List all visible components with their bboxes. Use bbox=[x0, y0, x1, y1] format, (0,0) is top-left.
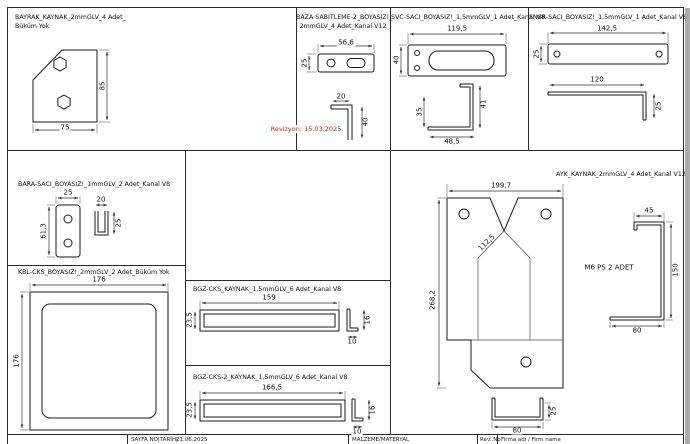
dim-svc-base: 48,5 bbox=[443, 137, 461, 146]
panel-title-bayrak-line2: Büküm Yok bbox=[15, 23, 50, 30]
ayk-bracket-part bbox=[609, 221, 665, 321]
panel-title-baza-line2: 2mmGLV_4 Adet_Kanal V12 bbox=[299, 23, 387, 31]
dim-svc-leg: 41 bbox=[479, 98, 488, 110]
dim-bgz-foot: 10 bbox=[346, 337, 358, 346]
panel-title-bgz2: BGZ-CKS-2_KAYNAK_1,5mmGLV_6 Adet_Kanal V… bbox=[193, 374, 348, 381]
dim-baza-width: 56,6 bbox=[337, 38, 355, 47]
dim-bara-width: 25 bbox=[62, 188, 74, 197]
dim-bgz2-foot: 10 bbox=[351, 427, 363, 436]
titleblock-firm-label: Firma adı / Firm name bbox=[501, 437, 561, 443]
dim-svc-width: 119,5 bbox=[445, 24, 469, 33]
bgz-part bbox=[199, 308, 359, 332]
dim-bara-leg: 25 bbox=[114, 217, 123, 229]
revision-note: Revizyon: 15.03.2025. bbox=[269, 125, 345, 133]
dim-snsr-width: 142,5 bbox=[595, 24, 619, 33]
dim-ayk-width: 199,7 bbox=[489, 181, 513, 190]
panel-title-kbl: KBL-CKS_BOYASIZ!_2mmGLV_2 Adet_Büküm Yok bbox=[18, 269, 170, 276]
dim-bgz2-width: 166,5 bbox=[260, 383, 284, 392]
dim-bgz-height: 23,5 bbox=[185, 311, 194, 329]
titleblock-left-label: SAYFA NO|TARİH| bbox=[131, 437, 178, 443]
panel-title-ayk: AYK_KAYNAK_2mmGLV_4 Adet_Kanal V12 bbox=[556, 171, 686, 178]
panel-title-bgz: BGZ-CKS_KAYNAK_1,5mmGLV_6 Adet_Kanal V8 bbox=[193, 286, 342, 293]
titleblock-material-label: MALZEME/MATERYAL bbox=[352, 437, 410, 443]
kbl-part bbox=[29, 291, 169, 431]
dim-snsr-base: 120 bbox=[589, 75, 605, 84]
dim-snsr-height: 25 bbox=[532, 48, 541, 60]
dim-svc-side: 35 bbox=[415, 106, 424, 118]
dim-kbl-height: 176 bbox=[12, 353, 21, 369]
dim-svc-height: 40 bbox=[392, 54, 401, 66]
dim-baza-leg: 40 bbox=[361, 116, 370, 128]
bayrak-part bbox=[32, 49, 98, 123]
titleblock-date: 21.06.2025 bbox=[176, 437, 208, 443]
extension-lines bbox=[20, 32, 673, 431]
dim-ayk-channel-width: 80 bbox=[511, 426, 523, 435]
ayk-bracket-note: M6 PS 2 ADET bbox=[583, 263, 635, 272]
dim-ayk-bracket-height: 150 bbox=[671, 262, 680, 278]
ayk-part bbox=[446, 197, 564, 389]
panel-title-bayrak-line1: BAYRAK_KAYNAK_2mmGLV_4 Adet_ bbox=[15, 14, 126, 21]
titleblock-rev-label: Rev..No bbox=[480, 437, 501, 443]
page-edge bbox=[685, 8, 690, 444]
sheet-grid-lines bbox=[7, 7, 684, 444]
dim-baza-height: 25 bbox=[300, 57, 309, 69]
dim-ayk-bracket-base: 80 bbox=[631, 326, 643, 335]
dim-snsr-leg: 25 bbox=[654, 100, 663, 112]
panel-title-bara: BARA-SACI_BOYASIZ!_1mmGLV_2 Adet_Kanal V… bbox=[18, 181, 171, 188]
panel-title-snsr: SNSR-SACI_BOYASIZ!_1,5mmGLV_1 Adet_Kanal… bbox=[529, 14, 688, 21]
ayk-channel-part bbox=[491, 397, 544, 421]
ayk-bend-lines bbox=[471, 230, 563, 341]
panel-title-baza: BAZA SABITLEME-2_BOYASIZ!_ 2mmGLV_4 Adet… bbox=[296, 13, 393, 31]
bara-part bbox=[55, 204, 109, 258]
bgz2-part bbox=[199, 398, 364, 422]
dim-bgz-width: 159 bbox=[261, 293, 277, 302]
dim-bara-flange: 20 bbox=[95, 195, 107, 204]
dim-baza-flange: 20 bbox=[335, 92, 347, 101]
dim-ayk-height: 268,2 bbox=[428, 288, 437, 312]
baza-part bbox=[317, 53, 375, 140]
panel-title-svc: SVC-SACI_BOYASIZ!_1,5mmGLV_1 Adet_Kanal … bbox=[391, 14, 545, 21]
dim-kbl-width: 176 bbox=[91, 275, 107, 284]
dim-bara-height: 61,3 bbox=[39, 222, 48, 240]
snsr-part bbox=[547, 43, 669, 121]
dim-bayrak-width: 75 bbox=[59, 123, 71, 132]
dim-bayrak-height: 85 bbox=[98, 80, 107, 92]
dim-ayk-bracket-top: 45 bbox=[643, 206, 655, 215]
dim-ayk-channel-height: 25 bbox=[549, 405, 558, 417]
panel-title-baza-line1: BAZA SABITLEME-2_BOYASIZ!_ bbox=[296, 14, 393, 21]
dim-bgz2-leg: 16 bbox=[368, 404, 377, 416]
svc-part bbox=[407, 44, 507, 131]
dim-bgz2-height: 23,5 bbox=[185, 401, 194, 419]
dim-bgz-leg: 16 bbox=[363, 314, 372, 326]
dimension-lines bbox=[20, 31, 673, 429]
